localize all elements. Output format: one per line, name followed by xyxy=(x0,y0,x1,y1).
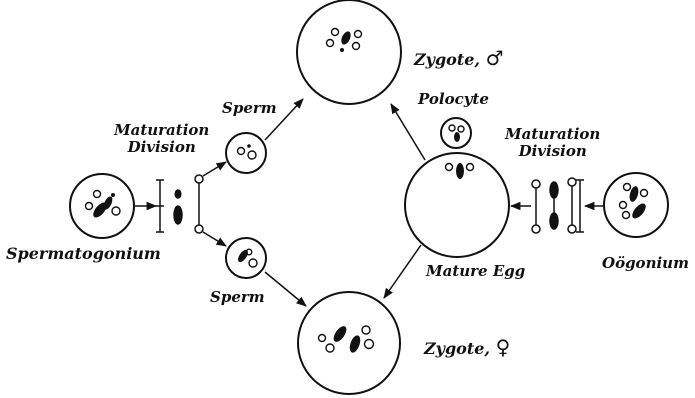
zygote-female-text: Zygote, xyxy=(424,339,490,358)
arrow-division-to-sperm-bottom xyxy=(203,232,226,246)
zygote-male-label: Zygote, ♂ xyxy=(414,48,504,68)
polocyte-label: Polocyte xyxy=(418,92,489,107)
zygote-male-cell xyxy=(297,0,401,104)
zygote-female-label: Zygote, ♀ xyxy=(424,337,510,357)
oogonium-cell xyxy=(604,173,668,237)
oogonium-label: Oögonium xyxy=(602,256,689,271)
arrow-egg-to-zygote-male xyxy=(391,104,425,160)
right-maturation-chromosomes xyxy=(532,178,584,233)
spermatogonium-label: Spermatogonium xyxy=(6,246,161,262)
maturation-division-right-label: Maturation Division xyxy=(505,126,600,159)
left-maturation-chromosomes xyxy=(156,175,203,233)
arrow-egg-to-zygote-female xyxy=(384,245,421,298)
male-symbol-icon: ♂ xyxy=(486,46,504,70)
female-symbol-icon: ♀ xyxy=(496,335,511,359)
polocyte-cell xyxy=(441,118,471,148)
sperm-bottom-label: Sperm xyxy=(210,290,265,305)
arrow-division-to-sperm-top xyxy=(203,162,226,176)
maturation-left-line2: Division xyxy=(114,139,209,156)
arrow-sperm-bottom-to-zygote-female xyxy=(265,272,306,306)
zygote-male-text: Zygote, xyxy=(414,50,480,69)
sperm-bottom-cell xyxy=(226,238,266,278)
sperm-top-label: Sperm xyxy=(222,101,277,116)
mature-egg-label: Mature Egg xyxy=(426,264,525,279)
spermatogonium-cell xyxy=(70,174,134,238)
maturation-right-line1: Maturation xyxy=(505,126,600,143)
maturation-right-line2: Division xyxy=(505,143,600,160)
maturation-left-line1: Maturation xyxy=(114,122,209,139)
mature-egg-cell xyxy=(405,153,509,257)
sperm-top-cell xyxy=(226,133,266,173)
zygote-female-cell xyxy=(298,292,400,394)
maturation-division-left-label: Maturation Division xyxy=(114,122,209,155)
